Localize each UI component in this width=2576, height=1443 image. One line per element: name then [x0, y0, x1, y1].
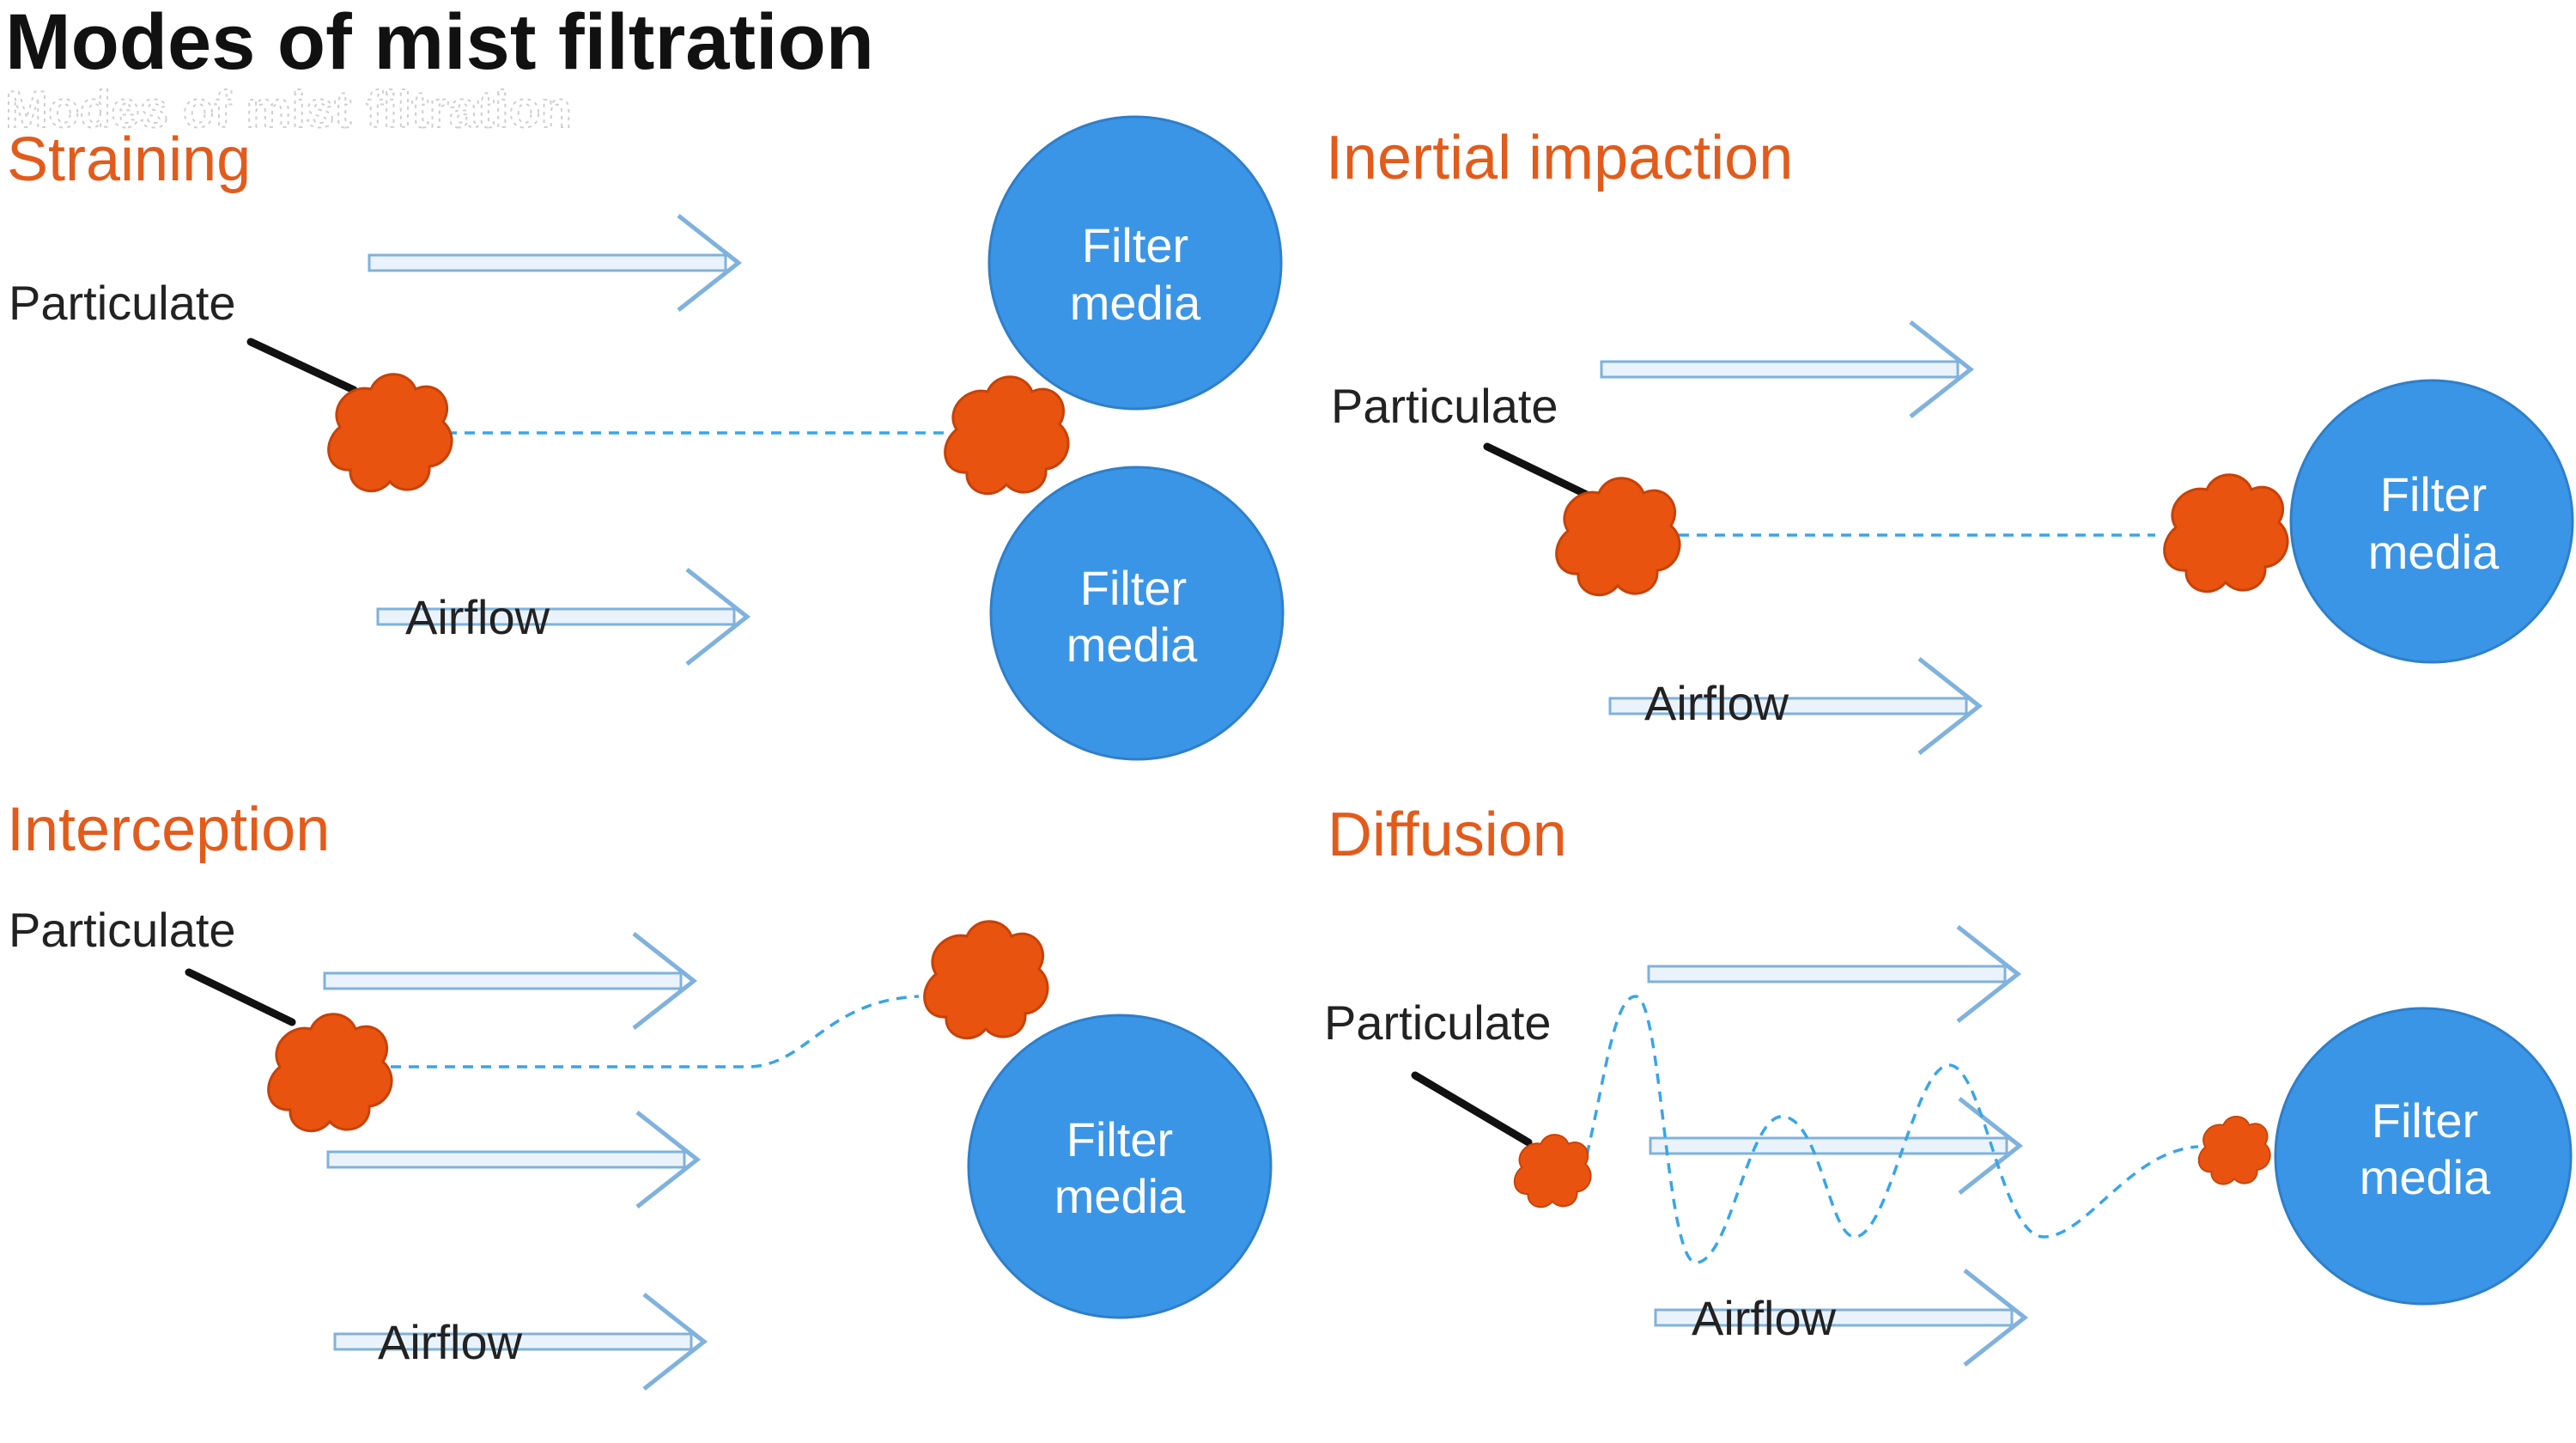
- airflow-label: Airflow: [378, 1315, 523, 1369]
- airflow-arrow: [369, 216, 738, 310]
- captured-particle: [923, 920, 1049, 1040]
- filter-media-label: Filter: [2372, 1093, 2478, 1148]
- filter-media-circle: [989, 466, 1285, 761]
- section-title-inertial-impaction: Inertial impaction: [1326, 124, 1793, 192]
- filter-media-label: Filter: [1080, 561, 1187, 615]
- particle: [1555, 477, 1681, 597]
- filter-media-circle: [967, 1014, 1273, 1319]
- captured-particle: [944, 375, 1070, 496]
- panel-interception: Interception Particulate Filter media Ai…: [7, 795, 1273, 1389]
- filter-media-label: media: [1070, 276, 1201, 330]
- particulate-pointer: [1483, 442, 1591, 499]
- captured-particle: [2163, 473, 2289, 594]
- filter-media-label: Filter: [1066, 1112, 1173, 1166]
- particle: [1513, 1134, 1592, 1209]
- panel-diffusion: Diffusion Particulate Filter media Airfl…: [1324, 801, 2573, 1365]
- airflow-arrow: [1649, 927, 2018, 1021]
- panel-inertial-impaction: Inertial impaction Particulate Filter me…: [1326, 124, 2574, 753]
- filter-media-label: Filter: [2380, 467, 2487, 521]
- particle: [327, 373, 453, 493]
- filter-media-label: Filter: [1082, 218, 1188, 272]
- particle-diffusion-trajectory: [1585, 995, 2199, 1264]
- particulate-label: Particulate: [9, 903, 236, 957]
- filter-media-label: media: [2368, 525, 2500, 579]
- filter-media-label: media: [1054, 1169, 1186, 1223]
- title-ghost-echo: Modes of mist filtration: [5, 81, 572, 138]
- filter-media-circle: [2289, 379, 2574, 664]
- particle-trajectory: [391, 995, 920, 1069]
- particulate-pointer: [1411, 1071, 1533, 1147]
- particulate-pointer: [246, 338, 358, 394]
- filter-media-label: media: [1066, 618, 1198, 672]
- airflow-arrow: [1601, 322, 1971, 417]
- section-title-straining: Straining: [7, 125, 251, 194]
- filter-media-circle: [2274, 1007, 2573, 1306]
- particulate-label: Particulate: [1331, 379, 1558, 433]
- captured-particle: [2197, 1115, 2271, 1185]
- section-title-interception: Interception: [7, 795, 330, 864]
- particulate-label: Particulate: [1324, 995, 1552, 1050]
- particulate-label: Particulate: [9, 276, 236, 330]
- particle: [267, 1013, 393, 1133]
- diagram-title: Modes of mist filtration: [5, 0, 874, 86]
- airflow-arrow: [1650, 1099, 2020, 1193]
- panel-straining: Straining Particulate Filter media Filte…: [7, 115, 1285, 761]
- airflow-label: Airflow: [1692, 1291, 1837, 1345]
- filter-media-label: media: [2360, 1150, 2491, 1204]
- airflow-arrow: [328, 1112, 697, 1207]
- section-title-diffusion: Diffusion: [1327, 801, 1567, 869]
- filter-media-circle: [987, 115, 1283, 411]
- airflow-arrow: [325, 934, 694, 1028]
- airflow-label: Airflow: [1644, 676, 1789, 730]
- airflow-label: Airflow: [405, 590, 550, 644]
- particulate-pointer: [185, 968, 296, 1026]
